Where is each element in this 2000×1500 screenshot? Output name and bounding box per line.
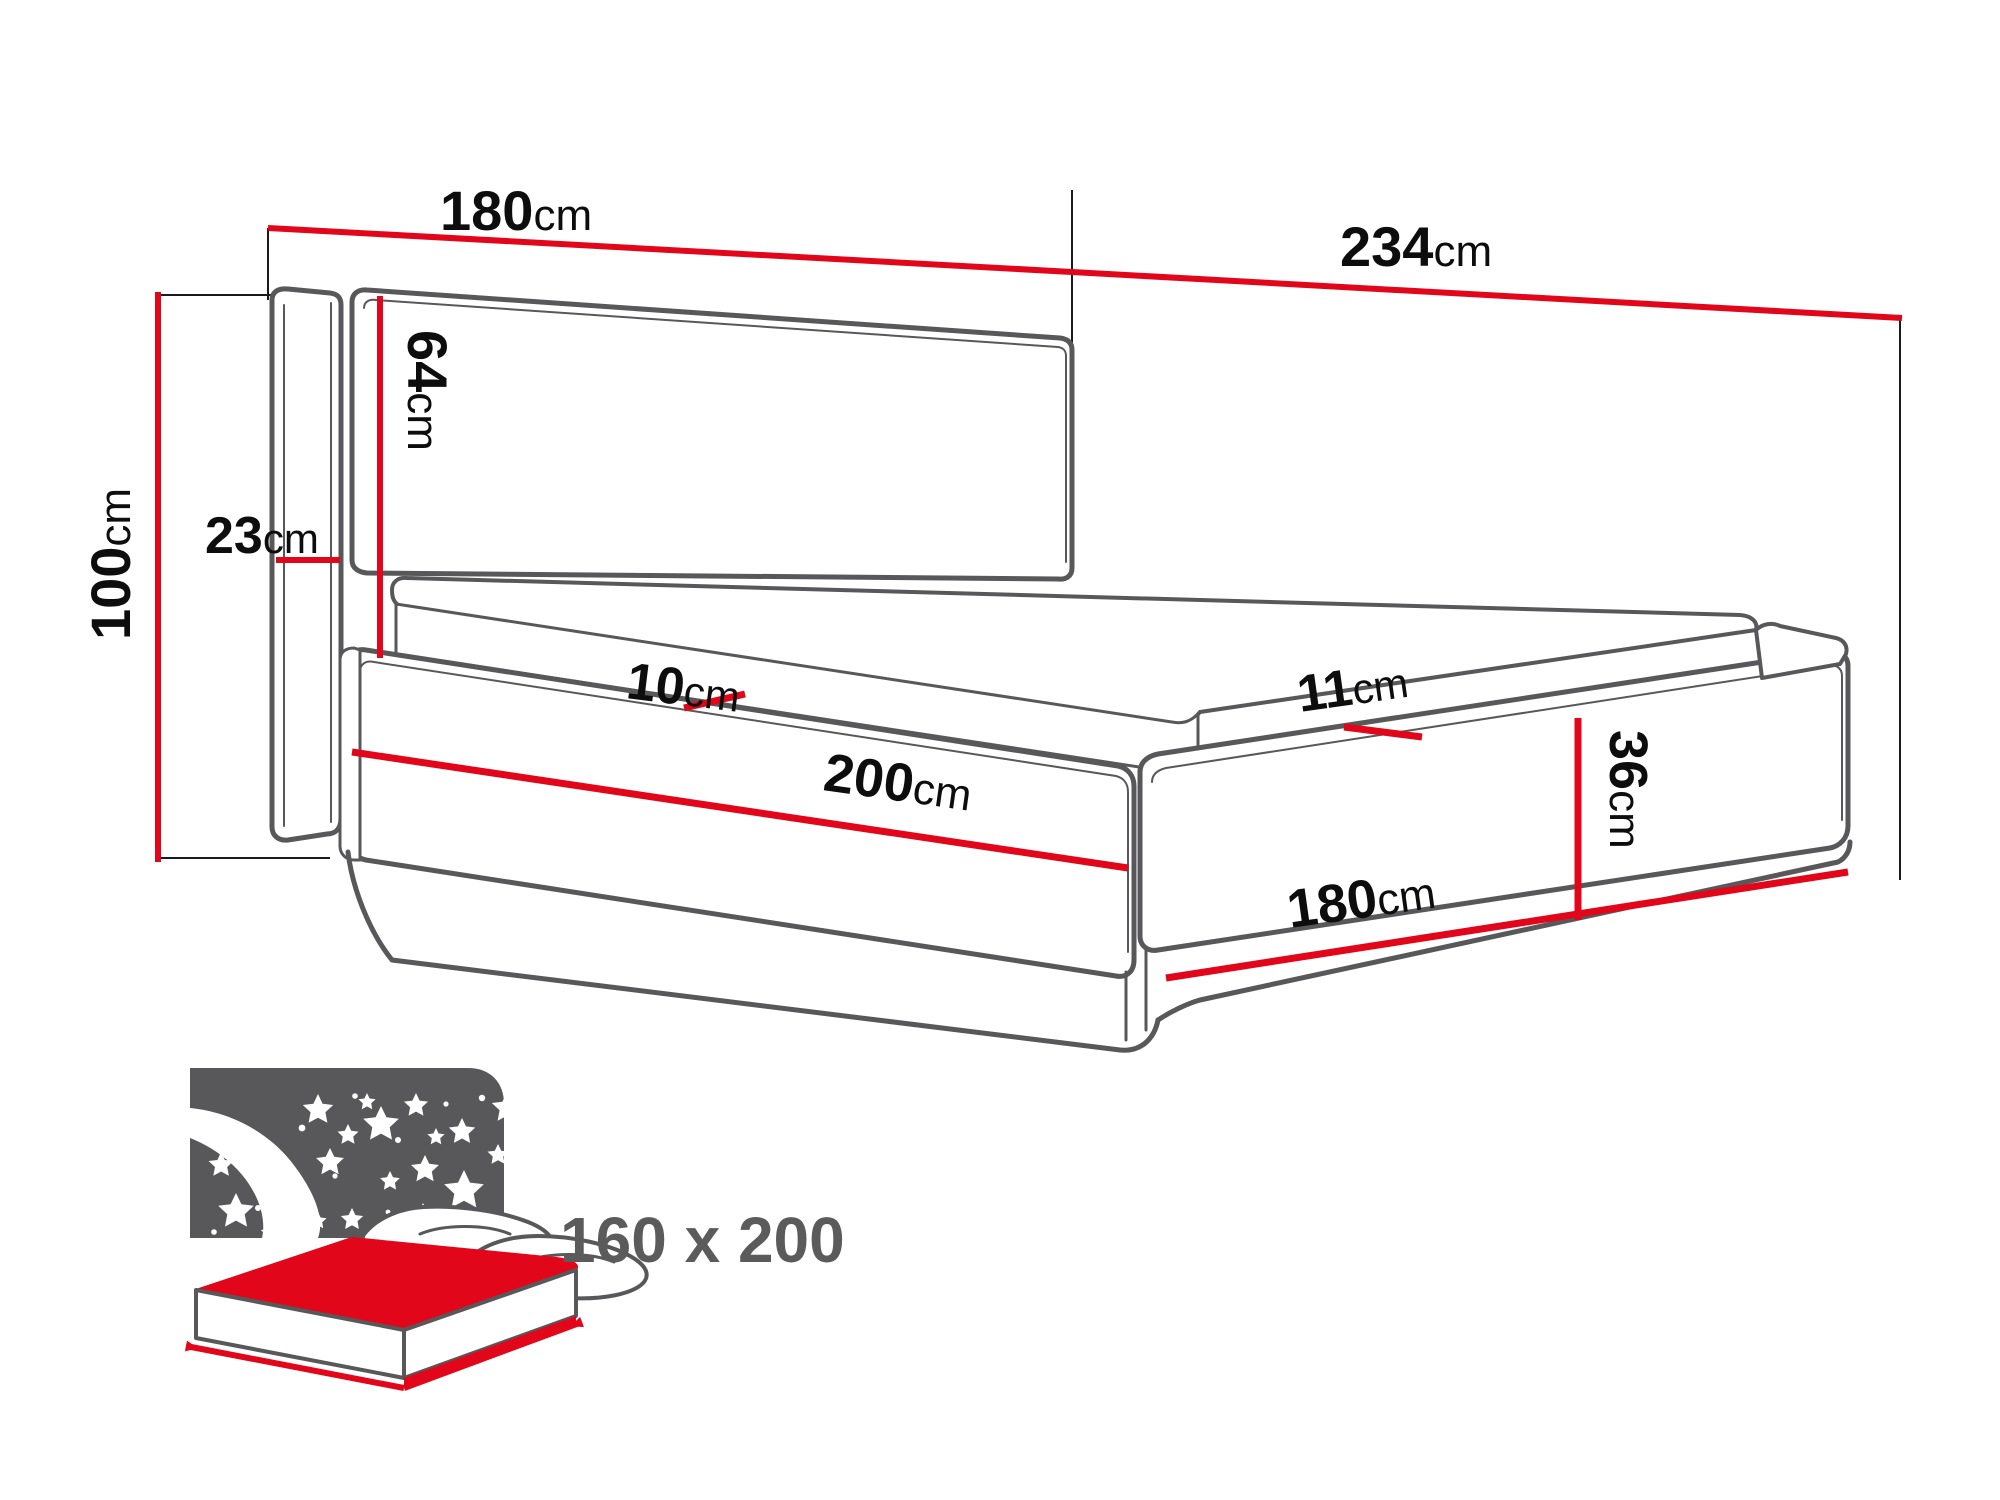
- bed-base-shadow-right: [1155, 839, 1853, 1023]
- stars-group: [208, 1092, 615, 1243]
- mattress-size-icon: 160 x 200: [184, 1068, 845, 1391]
- label-headboard-width: 180cm: [440, 179, 592, 242]
- label-bed-length: 200cm: [820, 742, 976, 822]
- moon-icon: [190, 1108, 321, 1238]
- headboard-panel-stitch: [363, 298, 1067, 563]
- platform-right-cap: [1754, 621, 1849, 680]
- dimline-bed-width: [1165, 868, 1849, 982]
- label-mattress-thickness: 10cm: [624, 652, 744, 723]
- frame-front-rail-seam: [359, 660, 1129, 953]
- label-total-length: 234cm: [1340, 215, 1492, 278]
- label-headboard-panel-height: 64cm: [396, 330, 459, 451]
- frame-foot-rail: [1137, 649, 1851, 953]
- label-frame-height: 36cm: [1598, 730, 1658, 849]
- dimline-side-rail-thickness: [1343, 723, 1423, 741]
- bed-illustration: [269, 286, 1853, 1053]
- arrow-length: [402, 1316, 584, 1391]
- label-headboard-thickness: 23cm: [205, 507, 319, 565]
- bed-base-shadow: [345, 849, 1161, 1053]
- frame-left-corner: [338, 646, 362, 862]
- label-bed-width: 180cm: [1283, 860, 1439, 940]
- mattress-size-label: 160 x 200: [560, 1204, 845, 1276]
- dimension-lines: [155, 225, 1903, 982]
- dimline-total-length: [1071, 269, 1903, 321]
- arrow-width: [184, 1340, 405, 1391]
- headboard-panel: [349, 287, 1075, 582]
- label-total-height: 100cm: [79, 488, 142, 640]
- dimline-mattress-thickness: [683, 690, 746, 712]
- label-side-rail-thickness: 11cm: [1294, 651, 1412, 724]
- mattress-dimension-arrows: [184, 1316, 584, 1391]
- dimline-headboard-width: [267, 225, 1073, 275]
- dimline-bed-length: [351, 748, 1129, 872]
